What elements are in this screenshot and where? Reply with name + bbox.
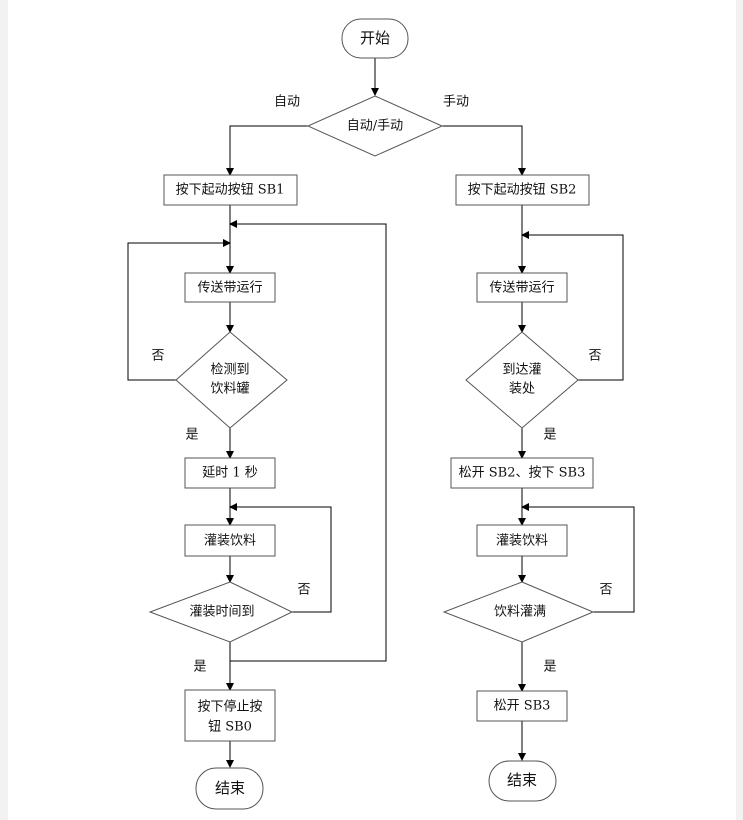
manual-conveyor-box: 传送带运行 (476, 272, 568, 303)
branch-manual-label: 手动 (443, 95, 469, 110)
branch-auto-label: 自动 (274, 95, 300, 110)
manual-arrive-decision: 到达灌 装处 (465, 331, 579, 429)
auto-fill-box: 灌装饮料 (184, 524, 276, 557)
auto-detect-label-2: 饮料罐 (210, 382, 249, 397)
auto-timeup-decision: 灌装时间到 (148, 581, 294, 643)
manual-release-sb3-box: 松开 SB3 (476, 690, 568, 722)
auto-timeup-no-label: 否 (297, 583, 310, 598)
auto-press-start-label: 按下起动按钮 SB1 (176, 183, 285, 198)
manual-release-sb3-label: 松开 SB3 (494, 699, 551, 714)
auto-detect-label-1: 检测到 (210, 363, 249, 378)
arrow-mode-to-manual (442, 125, 526, 176)
manual-full-no-label: 否 (599, 583, 612, 598)
start-node: 开始 (341, 18, 409, 59)
auto-detect-decision: 检测到 饮料罐 (175, 331, 288, 429)
start-label: 开始 (360, 29, 390, 47)
arrow-manual-full-no-loop (521, 503, 635, 613)
manual-arrive-no-label: 否 (588, 349, 601, 364)
auto-timeup-yes-label: 是 (193, 660, 206, 675)
manual-end-node: 结束 (488, 760, 557, 802)
arrow-auto-timeup-no-loop (229, 503, 332, 613)
manual-conveyor-label: 传送带运行 (489, 281, 554, 296)
arrow-auto-detect-no-loop (127, 239, 231, 381)
auto-conveyor-label: 传送带运行 (197, 281, 262, 296)
manual-fill-box: 灌装饮料 (476, 524, 568, 557)
manual-full-label: 饮料灌满 (494, 605, 546, 620)
auto-end-label: 结束 (215, 779, 245, 797)
manual-fill-label: 灌装饮料 (496, 534, 548, 549)
mode-decision: 自动/手动 (306, 95, 444, 157)
manual-release-label: 松开 SB2、按下 SB3 (459, 466, 586, 481)
auto-press-start-box: 按下起动按钮 SB1 (163, 174, 298, 206)
manual-press-start-box: 按下起动按钮 SB2 (455, 174, 590, 206)
auto-end-node: 结束 (195, 767, 264, 810)
auto-conveyor-box: 传送带运行 (184, 272, 276, 303)
flowchart: 开始 自动/手动 自动 手动 按下起动按钮 SB1 传送带运行 检测到 饮料罐 … (127, 18, 635, 810)
arrow-manual-arrive-no-loop (521, 231, 624, 381)
flowchart-canvas: 开始 自动/手动 自动 手动 按下起动按钮 SB1 传送带运行 检测到 饮料罐 … (8, 0, 736, 820)
auto-delay-box: 延时 1 秒 (184, 457, 276, 489)
auto-stop-box: 按下停止按 钮 SB0 (184, 689, 276, 742)
auto-detect-yes-label: 是 (185, 428, 198, 443)
manual-press-start-label: 按下起动按钮 SB2 (468, 183, 577, 198)
manual-release-box: 松开 SB2、按下 SB3 (450, 457, 594, 489)
manual-arrive-yes-label: 是 (543, 428, 556, 443)
manual-full-yes-label: 是 (543, 660, 556, 675)
auto-delay-label: 延时 1 秒 (202, 466, 258, 481)
auto-detect-no-label: 否 (151, 349, 164, 364)
manual-end-label: 结束 (507, 771, 537, 789)
auto-stop-label-1: 按下停止按 (197, 699, 262, 715)
connectors (127, 58, 635, 768)
arrow-mode-to-auto (226, 125, 308, 176)
manual-full-decision: 饮料灌满 (442, 581, 595, 643)
arrow-auto-return-loop (229, 220, 387, 662)
manual-arrive-label-1: 到达灌 (502, 363, 541, 378)
auto-fill-label: 灌装饮料 (204, 534, 256, 549)
auto-timeup-label: 灌装时间到 (189, 605, 254, 620)
auto-stop-label-2: 钮 SB0 (208, 720, 252, 735)
manual-arrive-label-2: 装处 (509, 382, 535, 397)
mode-decision-label: 自动/手动 (347, 119, 403, 134)
